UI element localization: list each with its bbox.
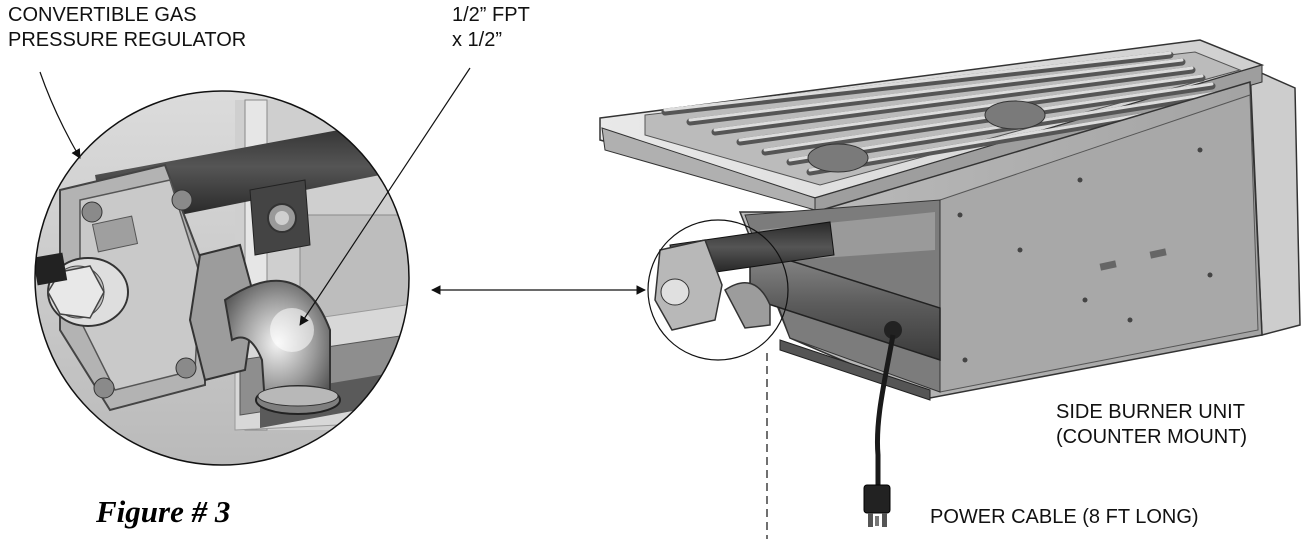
regulator-callout-line-2: PRESSURE REGULATOR <box>8 29 247 51</box>
unit-callout-line-1: SIDE BURNER UNIT <box>1056 401 1245 423</box>
power-cable-callout-label: POWER CABLE (8 FT LONG) <box>930 505 1199 530</box>
side-burner-unit-drawing <box>599 39 1301 485</box>
fitting-leader-line <box>299 67 471 326</box>
regulator-leader-line <box>39 71 81 159</box>
detail-reference-circle <box>647 219 789 361</box>
power-cable-callout-line-1: POWER CABLE (8 FT LONG) <box>930 506 1199 528</box>
fitting-callout-label: 1/2” FPT x 1/2” <box>452 3 530 53</box>
figure-title: Figure # 3 <box>96 494 231 529</box>
regulator-detail-drawing <box>34 90 410 466</box>
unit-callout-line-2: (COUNTER MOUNT) <box>1056 426 1248 448</box>
plug-icon <box>863 484 891 527</box>
unit-callout-label: SIDE BURNER UNIT (COUNTER MOUNT) <box>1056 400 1247 450</box>
fitting-callout-line-1: 1/2” FPT <box>452 4 530 26</box>
regulator-callout-line-1: CONVERTIBLE GAS <box>8 4 197 26</box>
regulator-callout-label: CONVERTIBLE GAS PRESSURE REGULATOR <box>8 3 246 53</box>
fitting-callout-line-2: x 1/2” <box>452 29 503 51</box>
